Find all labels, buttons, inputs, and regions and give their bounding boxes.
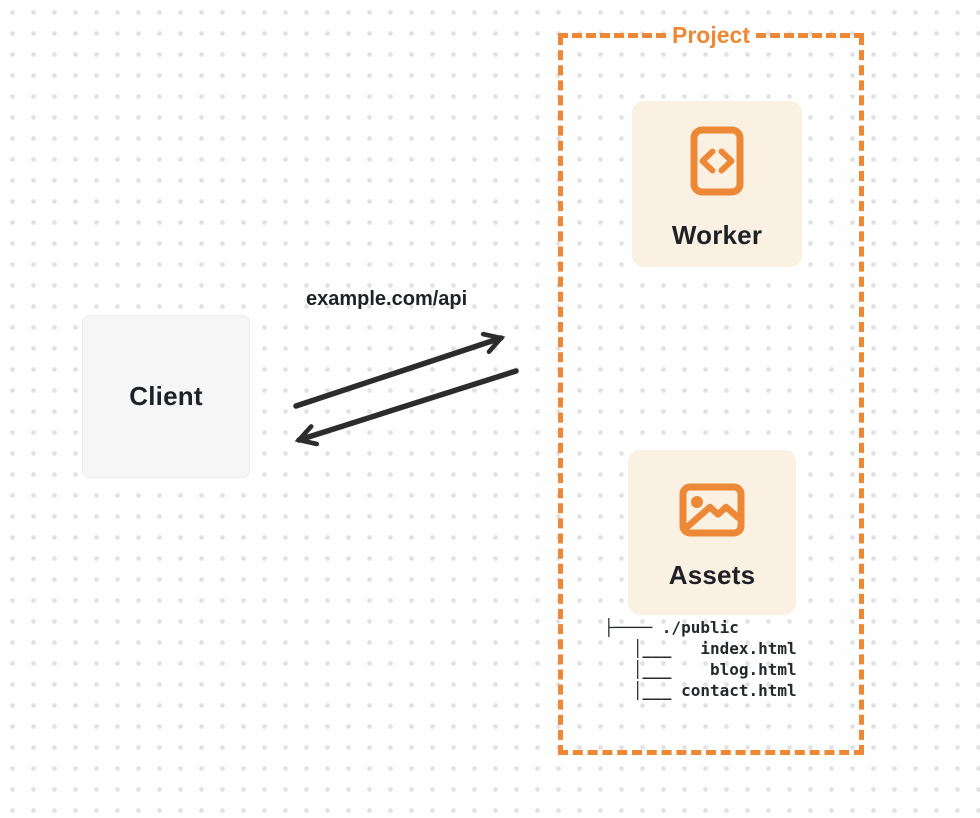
response-arrow [294, 368, 519, 447]
project-label: Project [672, 21, 750, 48]
worker-label: Worker [671, 220, 763, 250]
request-url-label: example.com/api [306, 288, 468, 310]
client-label: Client [129, 381, 203, 411]
image-icon [679, 483, 745, 537]
assets-file-tree: ├──── ./public │___ index.html │___ blog… [604, 618, 797, 700]
request-arrow [293, 331, 506, 409]
code-file-icon [690, 126, 744, 196]
client-node: Client [82, 315, 250, 478]
assets-label: Assets [668, 560, 756, 590]
project-title-row: Project [558, 19, 864, 51]
project-boundary: Project [558, 23, 864, 755]
assets-node: Assets [628, 450, 796, 615]
worker-node: Worker [632, 101, 802, 267]
